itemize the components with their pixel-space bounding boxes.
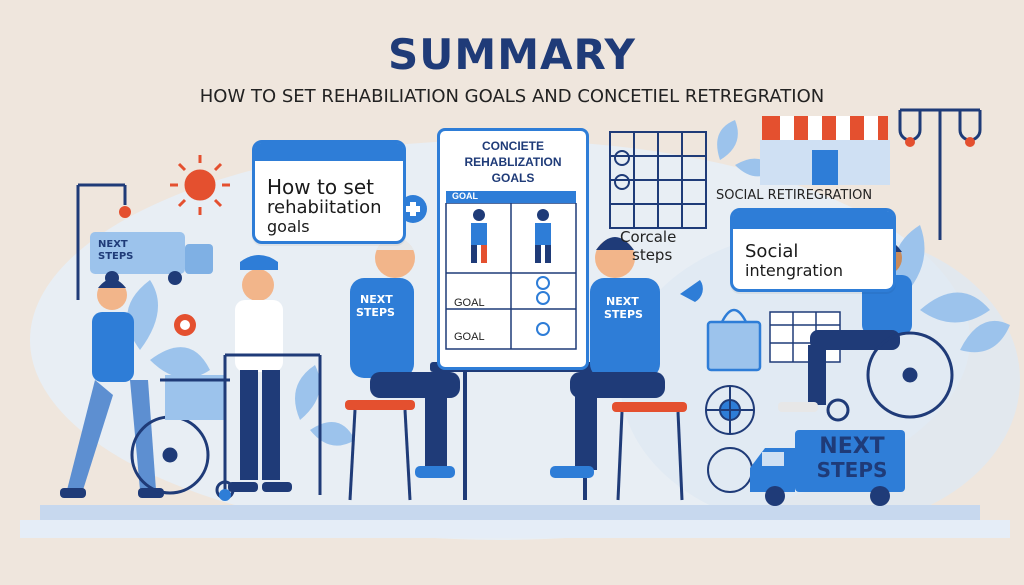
- sun-icon: [170, 155, 230, 215]
- wheelchair-icon: [826, 331, 954, 422]
- person-pushing-wheelchair: [60, 279, 164, 498]
- board-title-line2: REHABLIZATION: [464, 155, 562, 169]
- goals-board: CONCIETE REHABLIZATION GOALS GOAL: [437, 128, 589, 370]
- body-figure-icon: [471, 209, 487, 263]
- flower-icon: [174, 314, 196, 336]
- board-tab: GOAL: [446, 191, 576, 203]
- bubble-header: [255, 143, 403, 161]
- van-icon: [90, 232, 213, 285]
- body-figure-icon: [535, 209, 551, 263]
- grid-chart: [609, 131, 707, 229]
- board-goal-row-2: GOAL: [454, 331, 485, 343]
- truck-icon: [750, 430, 905, 506]
- corcale-line1: Corcale: [620, 228, 677, 246]
- social-retregration-label: SOCIAL RETIREGRATION: [716, 188, 873, 203]
- person-with-walker: [219, 255, 322, 501]
- shopping-bag-icon: [706, 308, 762, 372]
- target-icon: [705, 385, 755, 493]
- patient-seated: [345, 236, 460, 501]
- van-left-line1: NEXT: [98, 239, 128, 250]
- bubble-header: [733, 211, 893, 229]
- truck-right-line1: NEXT: [819, 434, 885, 459]
- shirt-right-line1: NEXT: [606, 295, 639, 308]
- board-figures: [445, 203, 577, 350]
- goals-bubble-line3: goals: [267, 217, 310, 236]
- storefront-icon: [760, 116, 890, 185]
- leaf-plant-right: [717, 120, 1010, 353]
- truck-right-line2: STEPS: [816, 458, 888, 482]
- page-subtitle: HOW TO SET REHABILIATION GOALS AND CONCE…: [199, 86, 825, 107]
- shirt-left-line2: STEPS: [356, 306, 395, 319]
- goals-bubble: How to set rehabiitation goals: [252, 140, 406, 244]
- shirt-right-line2: STEPS: [604, 308, 643, 321]
- board-title-line3: GOALS: [491, 171, 535, 185]
- social-bubble-line1: Social: [745, 241, 799, 262]
- corcale-line2: steps: [632, 246, 673, 264]
- board-goal-row-1: GOAL: [454, 297, 485, 309]
- street-lamp-icon: [898, 108, 982, 240]
- van-left-line2: STEPS: [98, 251, 134, 262]
- social-bubble-line2: intengration: [745, 261, 844, 280]
- social-bubble: Social intengration: [730, 208, 896, 292]
- board-tab-label: GOAL: [452, 191, 478, 201]
- street-lamp-icon: [76, 183, 131, 300]
- wheelchair-icon: [130, 375, 235, 500]
- goals-bubble-line2: rehabiitation: [267, 197, 382, 218]
- gps-pin-icon: [680, 280, 703, 302]
- board-title-line1: CONCIETE: [481, 139, 544, 153]
- goals-bubble-line1: How to set: [267, 175, 374, 199]
- plus-icon: [399, 195, 427, 223]
- therapist-seated: [550, 237, 687, 501]
- shirt-left-line1: NEXT: [360, 293, 393, 306]
- page-title: SUMMARY: [388, 30, 636, 79]
